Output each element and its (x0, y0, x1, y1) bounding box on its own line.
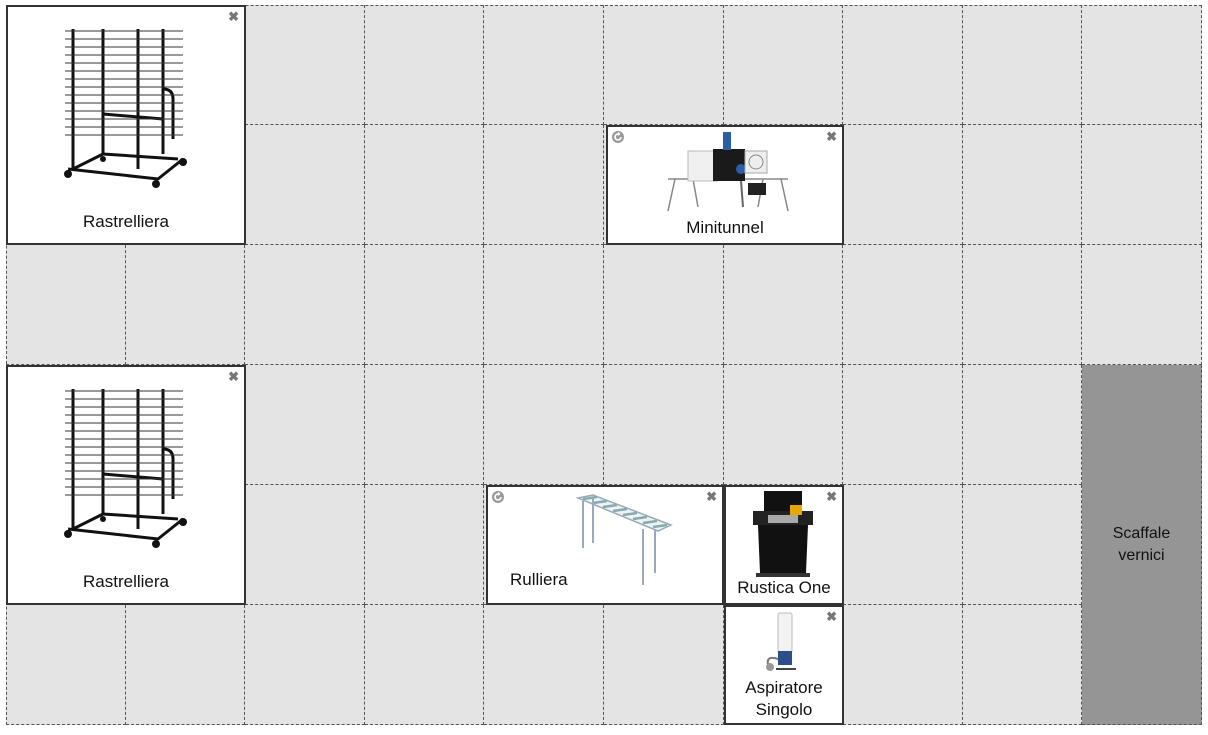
grid-cell[interactable] (962, 485, 1083, 605)
zone-label-line2: vernici (1118, 547, 1165, 564)
grid-cell[interactable] (723, 5, 844, 125)
grid-cell[interactable] (1082, 245, 1202, 365)
scaffale-vernici-zone[interactable]: Scaffale vernici (1082, 365, 1202, 725)
grid-cell[interactable] (245, 605, 365, 725)
layout-grid: Rastrelliera ✖ Minitunnel ✖ (6, 5, 1202, 725)
grid-cell[interactable] (843, 245, 963, 365)
close-icon[interactable]: ✖ (826, 609, 837, 624)
grid-cell[interactable] (843, 125, 963, 245)
grid-cell[interactable] (6, 605, 126, 725)
rotate-icon[interactable] (611, 130, 625, 144)
grid-cell[interactable] (484, 125, 604, 245)
grid-cell[interactable] (364, 485, 485, 605)
item-label: Rulliera (510, 570, 568, 589)
item-label-line1: Aspiratore (745, 678, 823, 697)
grid-cell[interactable] (604, 605, 724, 725)
grid-cell[interactable] (484, 245, 604, 365)
grid-cell[interactable] (962, 5, 1083, 125)
grid-cell[interactable] (1082, 5, 1202, 125)
dust-extractor-image (766, 612, 796, 671)
zone-label-line1: Scaffale (1112, 525, 1171, 542)
drying-rack-image (64, 389, 187, 548)
item-label-line2: Singolo (755, 700, 813, 719)
grid-cell[interactable] (843, 605, 963, 725)
grid-cell[interactable] (604, 5, 724, 125)
minitunnel-image (667, 132, 789, 212)
close-icon[interactable]: ✖ (706, 489, 717, 504)
close-icon[interactable]: ✖ (826, 489, 837, 504)
rulliera-item[interactable]: Rulliera ✖ (486, 485, 724, 605)
item-label: Rustica One (737, 578, 831, 597)
item-label: Rastrelliera (83, 572, 169, 591)
grid-cell[interactable] (484, 605, 604, 725)
rastrelliera-item-top[interactable]: Rastrelliera ✖ (6, 5, 246, 245)
grid-cell[interactable] (364, 5, 485, 125)
grid-cell[interactable] (484, 365, 604, 485)
grid-cell[interactable] (364, 245, 485, 365)
close-icon[interactable]: ✖ (228, 9, 239, 24)
grid-cell[interactable] (962, 245, 1083, 365)
rustica-one-machine-image (753, 491, 813, 577)
grid-cell[interactable] (364, 605, 485, 725)
rotate-icon[interactable] (491, 490, 505, 504)
grid-cell[interactable] (125, 245, 246, 365)
minitunnel-item[interactable]: Minitunnel ✖ (606, 125, 844, 245)
drying-rack-image (64, 29, 187, 188)
grid-cell[interactable] (125, 605, 246, 725)
grid-cell[interactable] (245, 365, 365, 485)
item-label: Minitunnel (686, 218, 764, 237)
grid-cell[interactable] (245, 245, 365, 365)
grid-cell[interactable] (723, 245, 844, 365)
grid-cell[interactable] (843, 485, 963, 605)
roller-conveyor-image (575, 494, 673, 585)
grid-cell[interactable] (364, 125, 485, 245)
grid-cell[interactable] (962, 605, 1083, 725)
grid-cell[interactable] (962, 125, 1083, 245)
grid-cell[interactable] (245, 125, 365, 245)
grid-cell[interactable] (843, 365, 963, 485)
grid-cell[interactable] (245, 485, 365, 605)
grid-cell[interactable] (364, 365, 485, 485)
rastrelliera-item-bottom[interactable]: Rastrelliera ✖ (6, 365, 246, 605)
grid-cell[interactable] (723, 365, 844, 485)
close-icon[interactable]: ✖ (826, 129, 837, 144)
grid-cell[interactable] (484, 5, 604, 125)
aspiratore-singolo-item[interactable]: Aspiratore Singolo ✖ (724, 605, 844, 725)
grid-cell[interactable] (843, 5, 963, 125)
grid-cell[interactable] (6, 245, 126, 365)
grid-cell[interactable] (245, 5, 365, 125)
grid-cell[interactable] (1082, 125, 1202, 245)
grid-cell[interactable] (604, 365, 724, 485)
close-icon[interactable]: ✖ (228, 369, 239, 384)
grid-cell[interactable] (604, 245, 724, 365)
grid-top-line (6, 5, 1202, 6)
rustica-one-item[interactable]: Rustica One ✖ (724, 485, 844, 605)
grid-cell[interactable] (962, 365, 1083, 485)
item-label: Rastrelliera (83, 212, 169, 231)
